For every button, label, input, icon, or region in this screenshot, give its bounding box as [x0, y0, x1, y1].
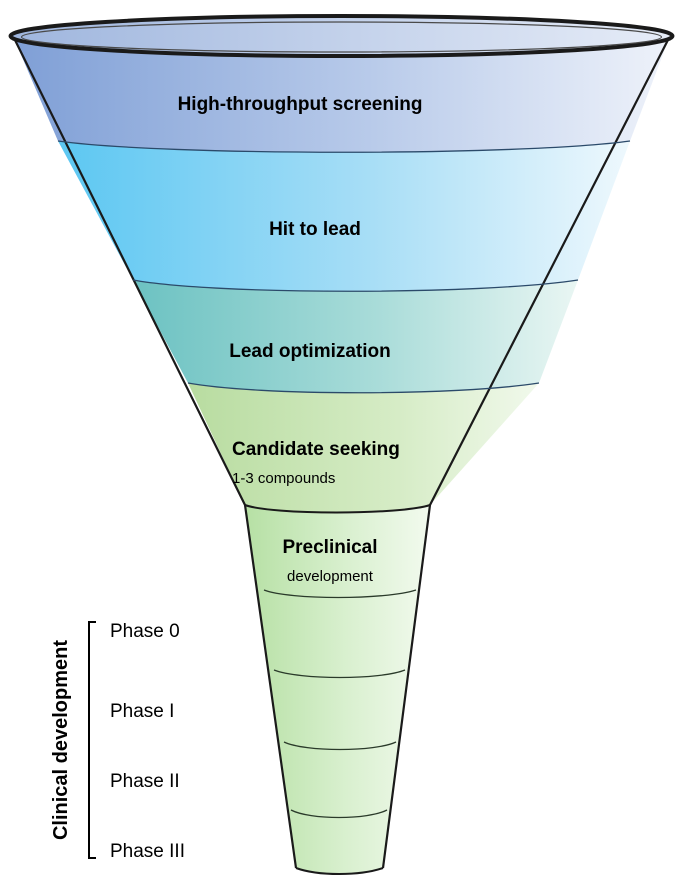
stem-divider-2	[273, 669, 406, 679]
stage-label-candidate-seeking: Candidate seeking	[232, 439, 400, 460]
section-dividers	[57, 140, 631, 394]
clinical-bracket	[88, 621, 96, 859]
divider-2	[132, 279, 579, 292]
phase-label-1: Phase I	[110, 701, 174, 722]
funnel-section-candidate-seeking	[188, 383, 539, 513]
phase-label-2: Phase II	[110, 771, 180, 792]
clinical-development-label: Clinical development	[50, 640, 72, 840]
divider-3	[187, 382, 540, 394]
stage-label-lead-optimization: Lead optimization	[229, 341, 391, 362]
funnel-tip	[295, 867, 384, 875]
phase-label-0: Phase 0	[110, 621, 180, 642]
funnel-section-hit-to-lead	[58, 141, 630, 292]
funnel-rim	[8, 14, 675, 58]
stem-divider-1	[263, 589, 417, 599]
phase-label-3: Phase III	[110, 841, 185, 862]
stage-sublabel-preclinical: development	[287, 568, 374, 585]
stem-divider-3	[283, 741, 397, 751]
funnel-cone-edge	[244, 504, 431, 514]
funnel-rim-inner	[20, 21, 663, 53]
stem-dividers	[263, 589, 417, 819]
funnel-section-lead-optimization	[133, 280, 578, 393]
funnel-section-screening	[13, 36, 670, 153]
stage-sublabel-candidate-seeking: 1-3 compounds	[232, 470, 335, 487]
stage-label-hit-to-lead: Hit to lead	[269, 219, 361, 240]
stage-label-preclinical: Preclinical	[282, 537, 377, 558]
stem-divider-4	[290, 809, 388, 819]
divider-1	[57, 140, 631, 153]
stage-label-screening: High-throughput screening	[178, 94, 423, 115]
funnel-stem	[245, 505, 430, 874]
